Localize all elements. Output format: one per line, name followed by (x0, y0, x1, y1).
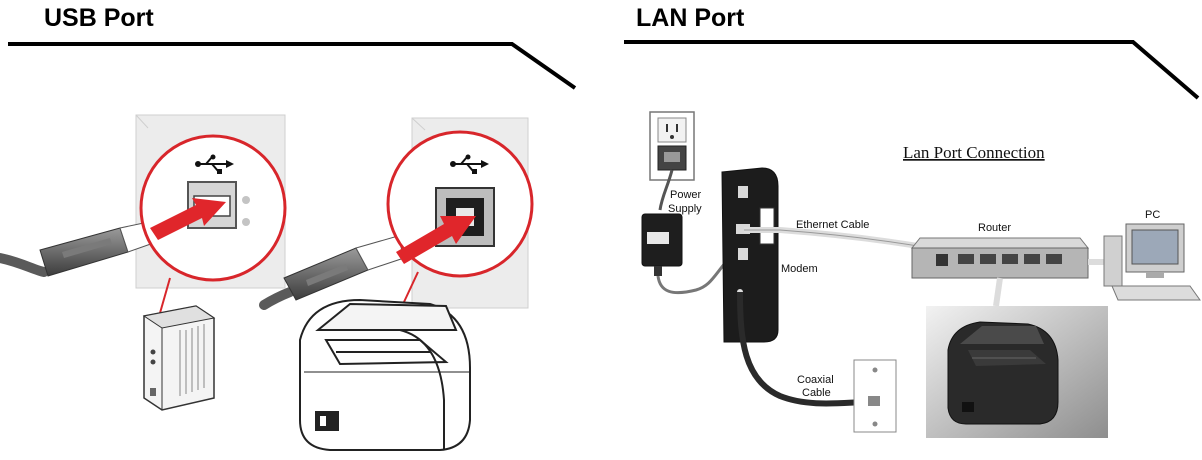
usb-a-cable (0, 253, 49, 277)
coaxial-cable-label-line2: Cable (802, 387, 831, 399)
usb-symbol-icon (450, 154, 489, 174)
power-supply-label-line2: Supply (668, 203, 702, 215)
power-supply-brick (641, 213, 683, 276)
modem-label: Modem (781, 263, 818, 275)
power-supply-label-line1: Power (670, 189, 702, 201)
lan-illustration: Power Supply Modem Ethernet Cable (641, 111, 1201, 438)
modem-icon (721, 167, 779, 343)
usb-section-title: USB Port (44, 4, 154, 32)
printer-icon (299, 298, 471, 451)
coaxial-cable (737, 291, 871, 407)
ethernet-cable-label: Ethernet Cable (796, 219, 869, 231)
pc-label: PC (1145, 209, 1160, 221)
usb-b-arrow (396, 216, 476, 264)
usb-illustration (0, 114, 534, 451)
wall-outlet-icon (649, 111, 695, 181)
usb-symbol-icon (195, 154, 234, 174)
router-icon (910, 237, 1090, 279)
lan-diagram-title: Lan Port Connection (903, 143, 1045, 162)
printer-icon (947, 321, 1059, 425)
usb-a-arrow (150, 198, 226, 240)
coax-wall-plate (853, 359, 897, 433)
computer-tower-icon (142, 305, 216, 411)
router-label: Router (978, 222, 1011, 234)
coaxial-cable-label-line1: Coaxial (797, 374, 834, 386)
usb-b-plug (283, 235, 405, 301)
pc-icon (1103, 223, 1201, 301)
lan-section-title: LAN Port (636, 4, 745, 32)
usb-header-rule (8, 42, 577, 90)
usb-b-cable (259, 287, 295, 310)
lan-header-rule (624, 40, 1200, 100)
